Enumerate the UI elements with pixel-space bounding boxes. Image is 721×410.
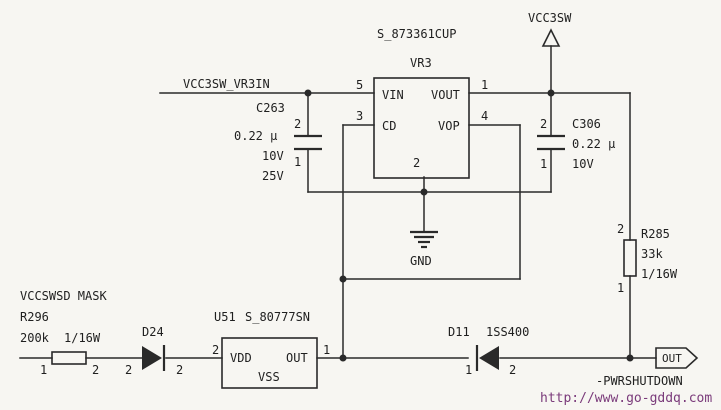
net-pwrshutdown: -PWRSHUTDOWN (596, 374, 683, 388)
c306-value: 0.22 μ (572, 137, 615, 151)
u51-pin-vss: VSS (258, 370, 280, 384)
c263-value: 0.22 μ (234, 129, 277, 143)
c306-pin-top: 2 (540, 117, 547, 131)
u51-ref: U51 (214, 310, 236, 324)
r296-power: 1/16W (64, 331, 101, 345)
vr3-body (373, 77, 470, 179)
r285-pin-bottom: 1 (617, 281, 624, 295)
junction-dot (420, 188, 428, 196)
c263-extra: 25V (262, 169, 284, 183)
watermark-text: http://www.go-gddq.com (540, 391, 712, 406)
u51-pinnum-vdd: 2 (212, 343, 219, 357)
u51-pin-vdd: VDD (230, 351, 252, 365)
vr3-pin-vin: VIN (382, 88, 404, 102)
vr3-pin-cd: CD (382, 119, 396, 133)
d11-part: 1SS400 (486, 325, 529, 339)
d11-diode-icon (479, 346, 499, 370)
junction-dot (626, 354, 634, 362)
junction-dot (339, 354, 347, 362)
junction-dot (339, 275, 347, 283)
d24-pin-right: 2 (176, 363, 183, 377)
out-port-label: OUT (662, 352, 682, 365)
junction-dot (547, 89, 555, 97)
r285-ref: R285 (641, 227, 670, 241)
c306-pin-bottom: 1 (540, 157, 547, 171)
c263-pin-bottom: 1 (294, 155, 301, 169)
u51-pinnum-out: 1 (323, 343, 330, 357)
d24-ref: D24 (142, 325, 164, 339)
vr3-pinnum-cd: 3 (356, 109, 363, 123)
c263-voltage: 10V (262, 149, 284, 163)
u51-pin-out: OUT (286, 351, 308, 365)
vr3-pinnum-gnd: 2 (413, 156, 420, 170)
vr3-part: S_873361CUP (377, 27, 456, 41)
u51-part: S_80777SN (245, 310, 310, 324)
r296-pin-left: 1 (40, 363, 47, 377)
vr3-pinnum-vout: 1 (481, 78, 488, 92)
d24-diode-icon (142, 346, 162, 370)
d11-ref: D11 (448, 325, 470, 339)
vr3-ref: VR3 (410, 56, 432, 70)
vcc-arrow-icon (541, 28, 561, 47)
d11-pin-right: 2 (509, 363, 516, 377)
net-vcc3sw-vr3in: VCC3SW_VR3IN (183, 77, 270, 91)
vr3-pinnum-vin: 5 (356, 78, 363, 92)
r296-value: 200k (20, 331, 50, 345)
r296-ref: R296 (20, 310, 49, 324)
r285-value: 33k (641, 247, 663, 261)
r296-pin-right: 2 (92, 363, 99, 377)
out-port-icon (655, 347, 699, 369)
r285-pin-top: 2 (617, 222, 624, 236)
vr3-pinnum-vop: 4 (481, 109, 488, 123)
r285-power: 1/16W (641, 267, 678, 281)
net-vcc3sw: VCC3SW (528, 11, 572, 25)
junction-dot (304, 89, 312, 97)
r285-body (623, 239, 637, 277)
d11-pin-left: 1 (465, 363, 472, 377)
r296-body (51, 351, 87, 365)
c306-ref: C306 (572, 117, 601, 131)
net-vccswsd-mask: VCCSWSD MASK (20, 289, 107, 303)
c263-pin-top: 2 (294, 117, 301, 131)
vr3-pin-vop: VOP (438, 119, 460, 133)
gnd-label: GND (410, 254, 432, 268)
d24-pin-left: 2 (125, 363, 132, 377)
c263-ref: C263 (256, 101, 285, 115)
vr3-pin-vout: VOUT (431, 88, 460, 102)
u51-body (221, 337, 318, 389)
c306-voltage: 10V (572, 157, 594, 171)
